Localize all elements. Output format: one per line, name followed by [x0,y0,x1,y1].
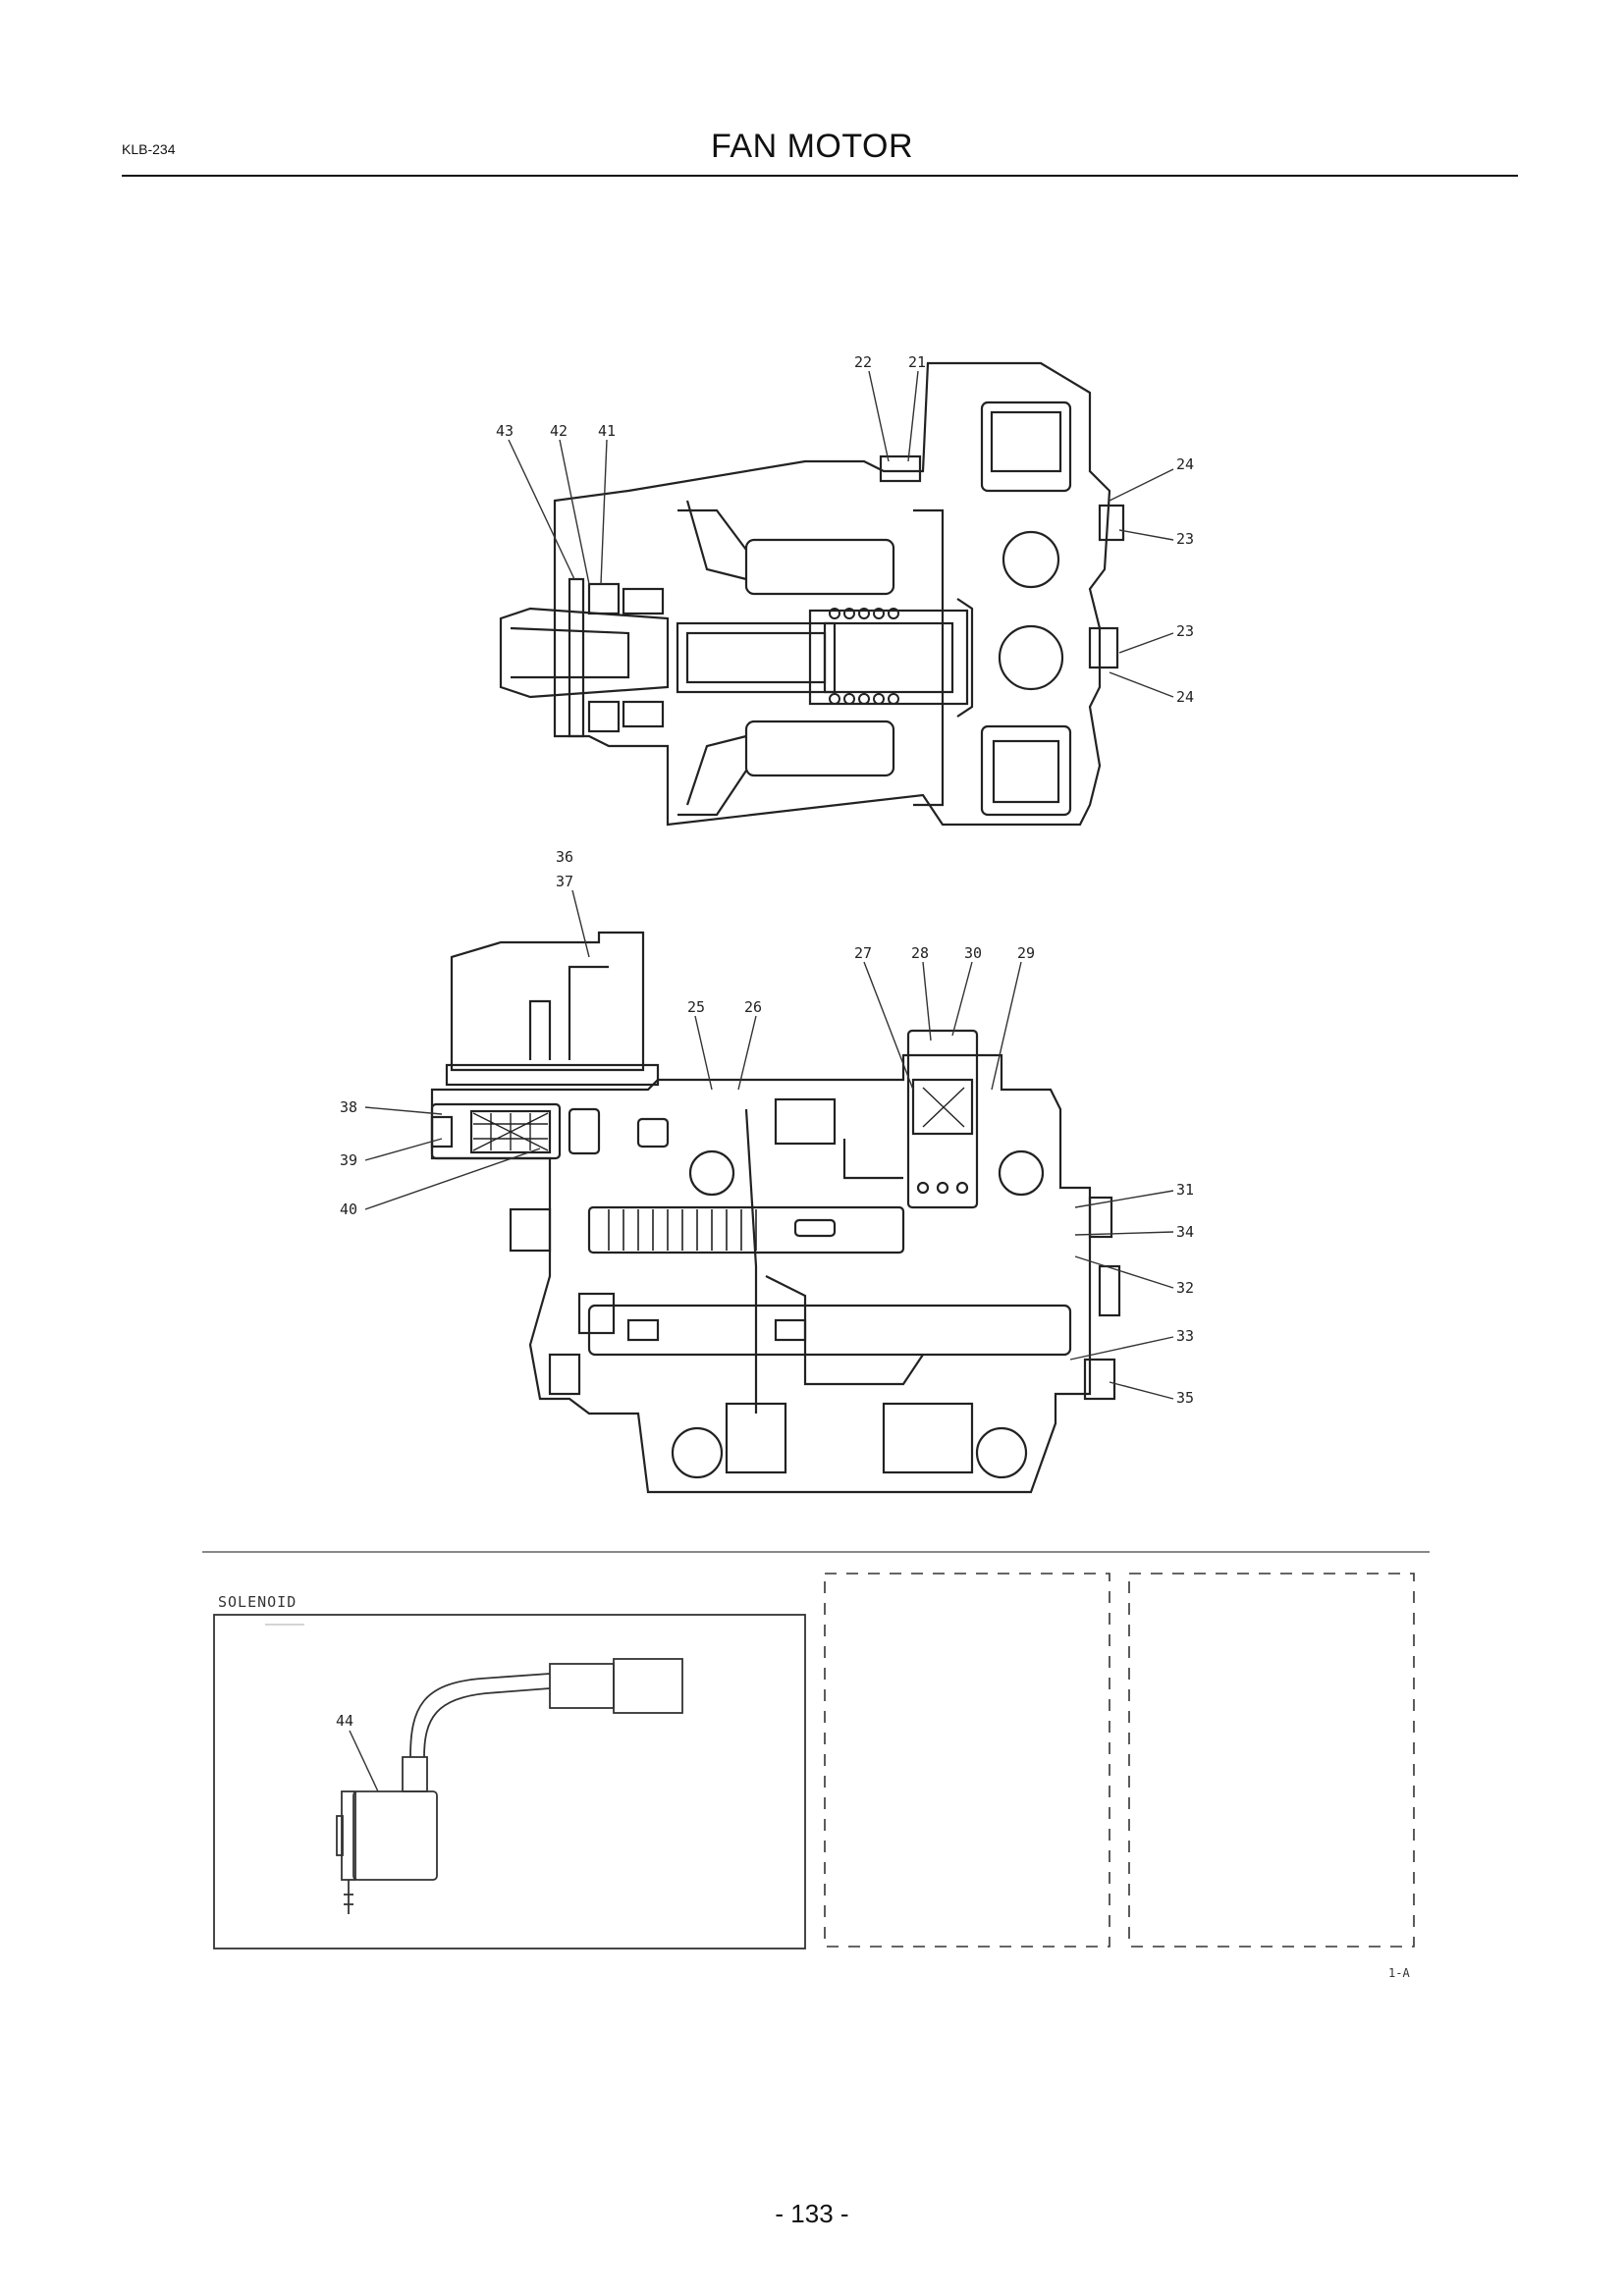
callout-24-lower: 24 [1176,688,1194,706]
upper-leader-lines [508,370,1174,698]
solenoid-inset-caption: SOLENOID [218,1593,298,1611]
callout-43: 43 [496,422,514,440]
callout-41: 41 [598,422,616,440]
callout-29: 29 [1017,944,1035,962]
callout-21: 21 [908,353,926,371]
solenoid-inset-frame [213,1614,806,1949]
document-code: KLB-234 [122,141,176,157]
callout-40: 40 [340,1201,357,1218]
callout-27: 27 [854,944,872,962]
lower-valve-block [430,931,1121,1494]
callout-34: 34 [1176,1223,1194,1241]
callout-32: 32 [1176,1279,1194,1297]
callout-35: 35 [1176,1389,1194,1407]
callout-24-upper: 24 [1176,455,1194,473]
callout-23-lower: 23 [1176,622,1194,640]
callout-44: 44 [336,1712,353,1730]
callout-37: 37 [556,873,573,890]
callout-33: 33 [1176,1327,1194,1345]
callout-42: 42 [550,422,568,440]
header-rule [122,175,1518,177]
callout-38: 38 [340,1098,357,1116]
page-title: FAN MOTOR [711,128,913,165]
callout-25: 25 [687,998,705,1016]
callout-22: 22 [854,353,872,371]
callout-26: 26 [744,998,762,1016]
empty-panel-left [824,1573,1110,1948]
callout-31: 31 [1176,1181,1194,1199]
callout-44-leader [349,1730,379,1792]
upper-cross-section [499,361,1125,827]
callout-30: 30 [964,944,982,962]
solenoid-inset [213,1614,806,1949]
lower-leader-lines [364,889,1174,1400]
callout-28: 28 [911,944,929,962]
empty-panel-right [1128,1573,1415,1948]
callout-23-upper: 23 [1176,530,1194,548]
callout-36: 36 [556,848,573,866]
callout-39: 39 [340,1151,357,1169]
inset-reference-label: 1-A [1388,1966,1410,1980]
section-divider [202,1551,1430,1553]
page-number: - 133 - [775,2199,849,2228]
